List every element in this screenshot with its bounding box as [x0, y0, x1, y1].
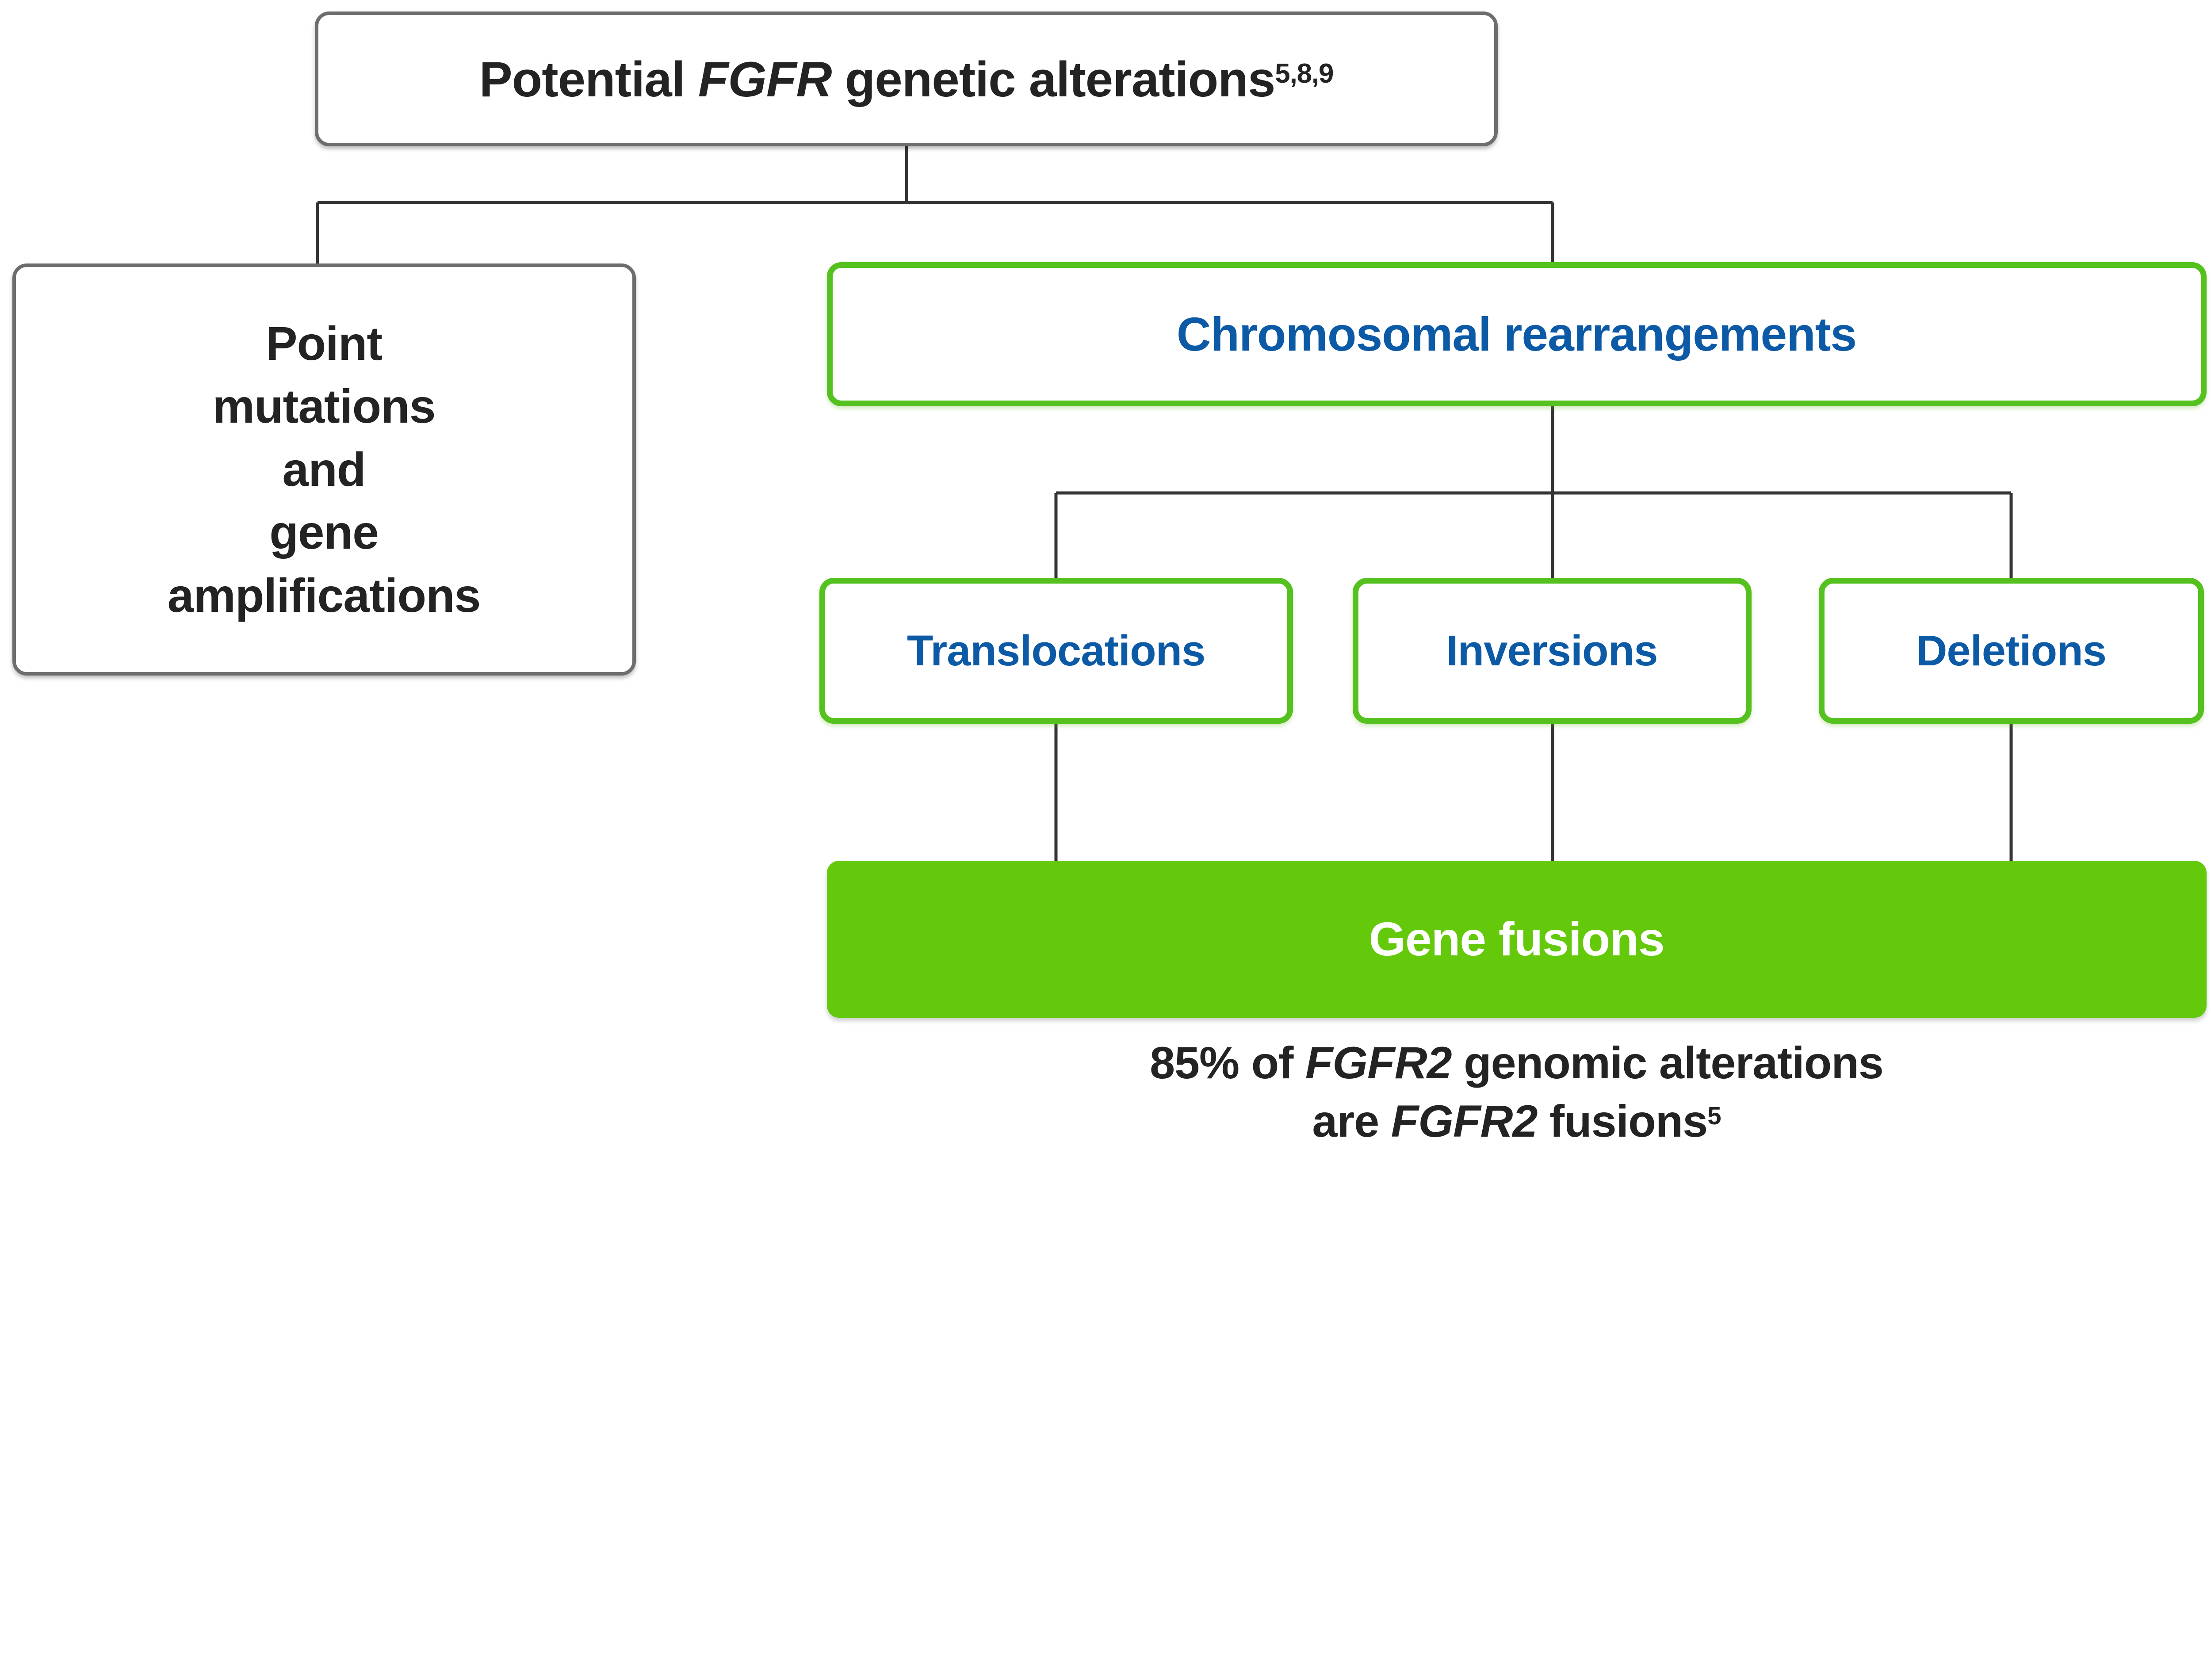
caption1-gene-name: FGFR2: [1305, 1037, 1452, 1088]
title-gene-name: FGFR: [698, 51, 832, 107]
connector-drop-translocations: [1054, 493, 1058, 587]
connector-title-stem: [905, 146, 908, 205]
translocations-label: Translocations: [907, 626, 1205, 675]
deletions-box: Deletions: [1818, 577, 2204, 724]
caption-line-2: are FGFR2 fusions5: [827, 1092, 2207, 1158]
caption1-text-before: 85% of: [1150, 1037, 1305, 1088]
point-mutations-line: and: [282, 443, 366, 496]
connector-drop-point-mutations: [316, 202, 319, 272]
fgfr-alterations-flowchart: Potential FGFR genetic alterations5,8,9 …: [12, 11, 2207, 1158]
translocations-box: Translocations: [819, 577, 1293, 724]
fusion-statistic-caption: 85% of FGFR2 genomic alterations are FGF…: [827, 1034, 2207, 1158]
point-mutations-label: Point mutations and gene amplifications: [168, 312, 481, 627]
inversions-label: Inversions: [1446, 626, 1658, 675]
title-box: Potential FGFR genetic alterations5,8,9: [315, 11, 1498, 146]
connector-drop-inversions: [1551, 493, 1554, 587]
connector-inversions-to-fusions: [1551, 720, 1554, 867]
gene-fusions-label: Gene fusions: [1369, 913, 1664, 966]
caption-line-1: 85% of FGFR2 genomic alterations: [827, 1034, 2207, 1092]
point-mutations-line: Point: [265, 317, 383, 370]
point-mutations-line: gene: [269, 506, 379, 559]
caption2-gene-name: FGFR2: [1391, 1096, 1538, 1147]
connector-level1-horizontal: [317, 201, 1553, 204]
point-mutations-line: mutations: [212, 380, 436, 433]
connector-level2-horizontal: [1056, 491, 2011, 495]
connector-chromosomal-stem: [1551, 401, 1554, 494]
deletions-label: Deletions: [1916, 626, 2107, 675]
connector-drop-deletions: [2009, 493, 2013, 587]
caption2-reference-superscript: 5: [1707, 1101, 1721, 1130]
gene-fusions-bar: Gene fusions: [826, 861, 2207, 1018]
point-mutations-box: Point mutations and gene amplifications: [12, 263, 636, 676]
connector-translocations-to-fusions: [1054, 720, 1058, 867]
chromosomal-rearrangements-box: Chromosomal rearrangements: [826, 262, 2207, 406]
title-reference-superscript: 5,8,9: [1275, 58, 1334, 89]
connector-drop-chromosomal: [1551, 202, 1554, 272]
caption2-text-before: are: [1312, 1096, 1391, 1147]
title-text-after: genetic alterations: [831, 51, 1276, 107]
page-title: Potential FGFR genetic alterations5,8,9: [479, 50, 1334, 108]
chromosomal-rearrangements-label: Chromosomal rearrangements: [1176, 307, 1857, 361]
connector-deletions-to-fusions: [2009, 720, 2013, 867]
title-text-before: Potential: [479, 51, 698, 107]
point-mutations-line: amplifications: [167, 569, 481, 622]
inversions-box: Inversions: [1352, 577, 1752, 724]
caption1-text-after: genomic alterations: [1451, 1037, 1884, 1088]
caption2-text-after: fusions: [1537, 1096, 1708, 1147]
